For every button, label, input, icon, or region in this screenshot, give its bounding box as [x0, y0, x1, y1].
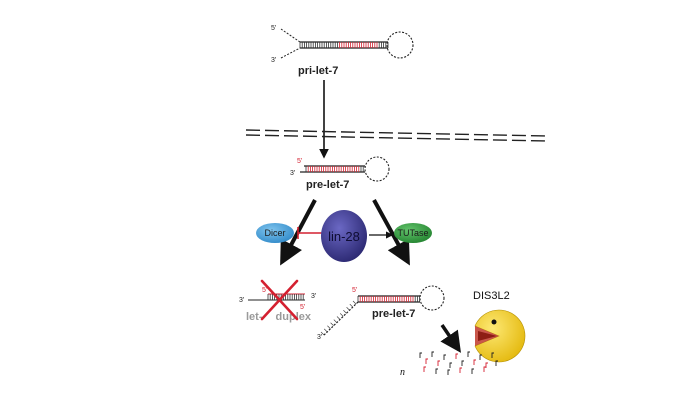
- inhibition-bar: [297, 227, 322, 239]
- pre-let-7-label-bottom: pre-let-7: [372, 308, 415, 320]
- pre-let-7-hairpin-top: 5' 3': [290, 156, 390, 182]
- tutase-enzyme: TUTase: [394, 223, 432, 243]
- pacman-eye: [491, 319, 497, 325]
- dis3l2-label: DIS3L2: [473, 290, 510, 302]
- pre-bottom-5prime: 5': [352, 287, 357, 294]
- duplex-3prime-left: 3': [239, 297, 244, 304]
- tutase-label: TUTase: [397, 228, 428, 238]
- pri-3prime-label: 3': [271, 57, 276, 64]
- pri-5prime-label: 5': [271, 25, 276, 32]
- degraded-fragments: [419, 351, 498, 375]
- pre-let-7-uridylated: 5' 3': [317, 285, 445, 341]
- pre-top-5prime: 5': [297, 158, 302, 165]
- nuclear-envelope: [245, 129, 549, 142]
- dicer-label: Dicer: [264, 228, 285, 238]
- degradation-arrow: [440, 324, 461, 353]
- pre-let-7-label-top: pre-let-7: [306, 179, 349, 191]
- duplex-3prime-right: 3': [311, 293, 316, 300]
- let-duplex-label: let- duplex: [246, 311, 312, 323]
- pre-bottom-3prime: 3': [317, 334, 322, 341]
- lin-28-label: lin-28: [328, 229, 360, 244]
- duplex-5prime-left: 5': [262, 287, 267, 294]
- n-label: n: [400, 367, 405, 378]
- tutase-path-arrow: [372, 199, 410, 266]
- dicer-enzyme: Dicer: [256, 223, 294, 243]
- pre-top-3prime: 3': [290, 170, 295, 177]
- red-x-mark: [260, 279, 299, 321]
- pri-let-7-hairpin: 5' 3': [271, 25, 414, 64]
- duplex-5prime-right: 5': [300, 304, 305, 311]
- pri-let-7-label: pri-let-7: [298, 65, 338, 77]
- dis3l2-pacman: [474, 309, 526, 363]
- lin-28-protein: lin-28: [321, 210, 367, 262]
